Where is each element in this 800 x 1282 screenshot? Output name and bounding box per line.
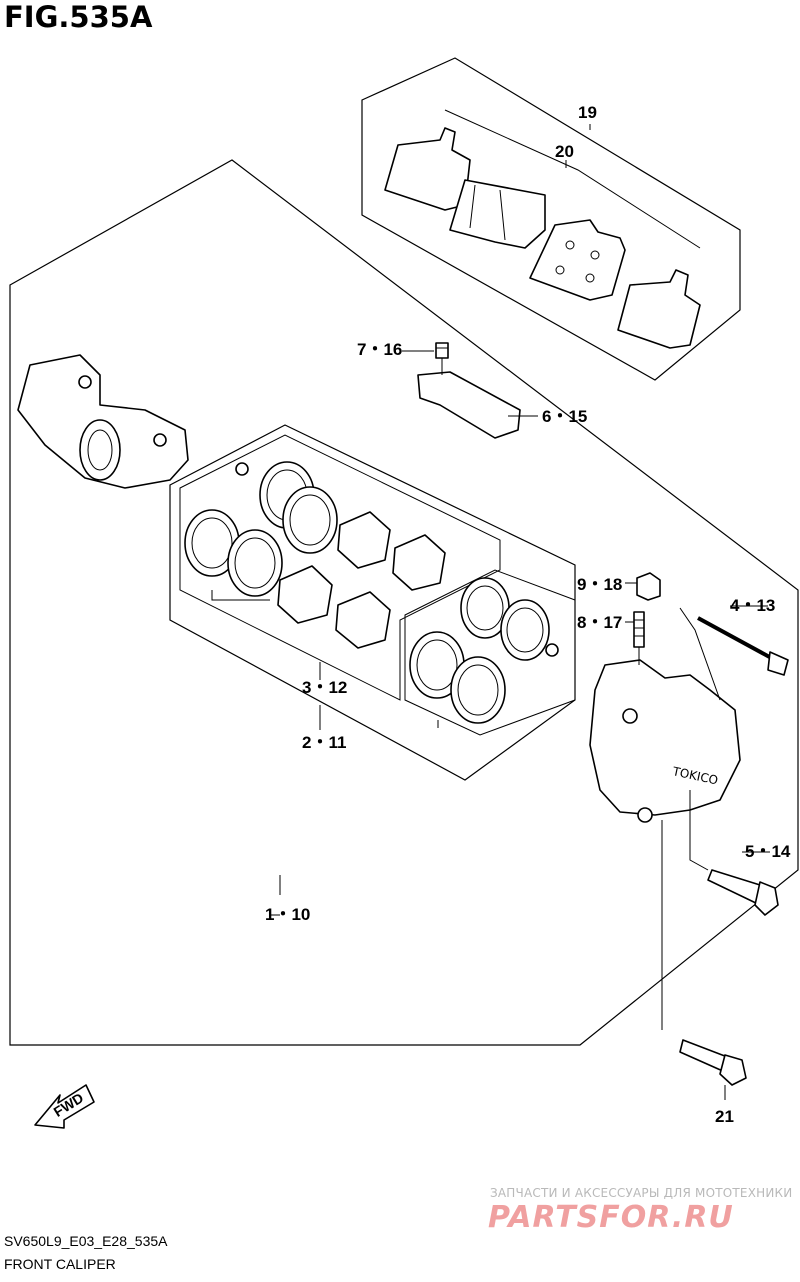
- label-19: 19: [578, 103, 597, 122]
- figure-code: SV650L9_E03_E28_535A: [4, 1233, 168, 1249]
- seal-rings-left: [184, 461, 338, 597]
- figure-caption: FRONT CALIPER: [4, 1256, 116, 1272]
- watermark-tagline: ЗАПЧАСТИ И АКСЕССУАРЫ ДЛЯ МОТОТЕХНИКИ: [490, 1186, 793, 1200]
- label-6-15: 6・15: [542, 407, 587, 426]
- label-20: 20: [555, 142, 574, 161]
- label-8-17: 8・17: [577, 613, 622, 632]
- caliper-body-left: [17, 354, 189, 489]
- label-7-16: 7・16: [357, 340, 402, 359]
- bleeder-cap: [636, 572, 661, 601]
- pad-spring-screw: [435, 342, 449, 375]
- pad-inner-outline: [444, 109, 701, 249]
- caliper-body-right: TOKICO: [589, 659, 741, 823]
- pad-spring: [417, 371, 521, 439]
- mounting-bolt-lower: [679, 1039, 747, 1086]
- mounting-bolt-upper: [707, 869, 779, 916]
- forward-direction-arrow: FWD: [34, 1084, 95, 1129]
- label-9-18: 9・18: [577, 575, 622, 594]
- watermark-logo: PARTSFOR.RU: [488, 1200, 734, 1235]
- label-3-12: 3・12: [302, 678, 347, 697]
- pistons: [277, 511, 446, 649]
- assembly-outline-main: [9, 159, 799, 1046]
- label-2-11: 2・11: [302, 733, 346, 752]
- label-4-13: 4・13: [730, 596, 775, 615]
- brake-pad-shim: [529, 219, 626, 301]
- brake-pad-outer-right: [617, 269, 701, 349]
- seal-rings-right: [404, 569, 576, 736]
- brake-pad-center: [449, 179, 546, 249]
- pad-set-outline: [361, 57, 741, 381]
- brake-pad-outer-left: [384, 127, 471, 211]
- figure-title: FIG.535A: [4, 0, 153, 34]
- label-1-10: 1・10: [265, 905, 310, 924]
- label-21: 21: [715, 1107, 734, 1126]
- label-5-14: 5・14: [745, 842, 791, 861]
- pad-pin: [697, 616, 789, 676]
- seal-kit-inner-outline: [179, 434, 501, 701]
- bleeder-screw: [633, 611, 645, 665]
